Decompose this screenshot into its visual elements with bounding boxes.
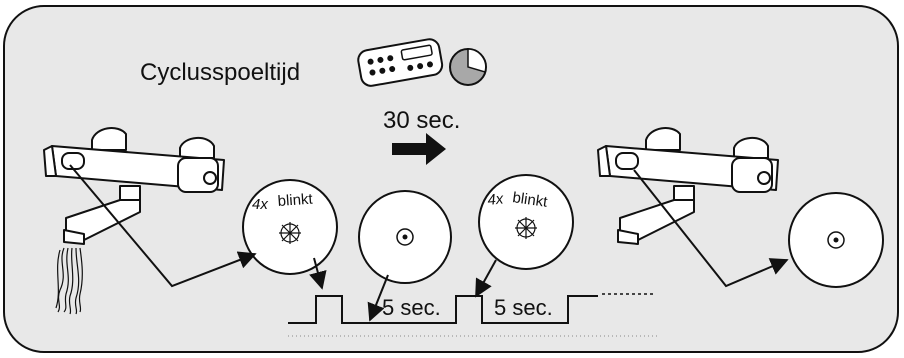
- pulse-gap-label-1: 5 sec.: [382, 295, 441, 320]
- sparkle-icon: [279, 222, 301, 244]
- sensor-idle-middle: [358, 190, 452, 284]
- svg-text:4x: 4x: [487, 190, 505, 209]
- svg-text:4x: 4x: [252, 196, 268, 213]
- remote-control-icon: [357, 38, 444, 87]
- pie-timer-icon: [449, 48, 487, 86]
- faucet-right: [597, 127, 779, 245]
- faucet-left: [43, 127, 225, 245]
- pulse-timing-line: [288, 295, 598, 324]
- title: Cyclusspoeltijd: [140, 59, 300, 86]
- svg-text:blinkt: blinkt: [277, 191, 314, 210]
- pulse-gap-label-2: 5 sec.: [494, 295, 553, 320]
- water-stream-icon: [55, 247, 83, 315]
- flow-arrow-icon: [392, 133, 446, 165]
- sparkle-icon: [515, 217, 537, 239]
- sensor-blink-right: 4x blinkt: [478, 174, 574, 270]
- svg-text:blinkt: blinkt: [511, 189, 549, 211]
- connector-arrows: [69, 164, 789, 322]
- sensor-blink-left: 4x blinkt: [242, 179, 338, 275]
- duration-label: 30 sec.: [383, 107, 460, 134]
- sensor-idle-right: [788, 192, 884, 288]
